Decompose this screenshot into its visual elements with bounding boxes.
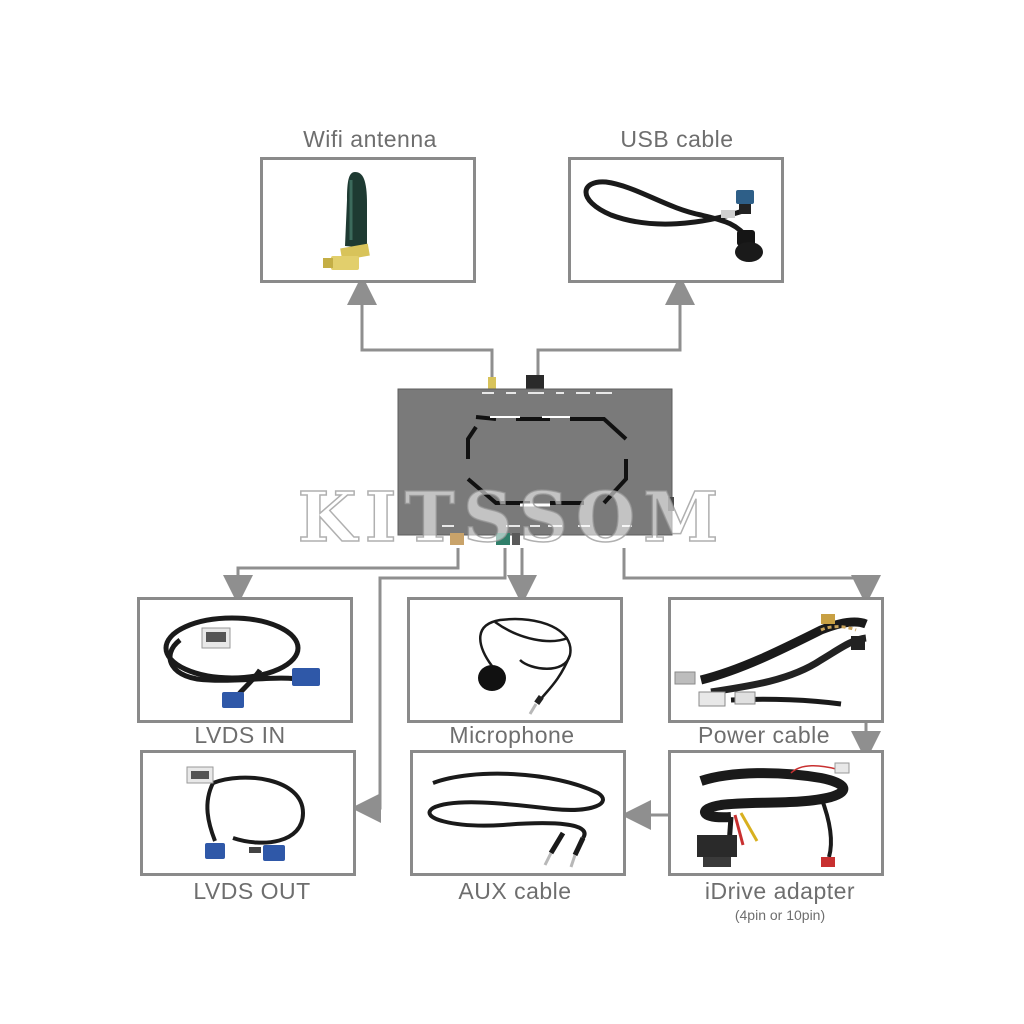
aux-cable-label: AUX cable: [458, 878, 572, 904]
arrow-lvds-in: [223, 548, 460, 605]
lvds-in-box: [137, 597, 353, 723]
microphone-image: [478, 617, 572, 715]
lvds-out-label: LVDS OUT: [193, 878, 311, 904]
idrive-adapter-note: (4pin or 10pin): [734, 907, 826, 923]
arrow-lvds-out: [351, 548, 507, 823]
module-emblem-outline: [466, 415, 628, 505]
wifi-antenna-label: Wifi antenna: [303, 126, 437, 152]
module-usb-port-icon: [526, 375, 544, 391]
microphone-label: Microphone: [449, 722, 575, 748]
power-cable-image: [674, 614, 868, 707]
module-antenna-port-icon: [488, 377, 496, 391]
module-lvds-in-port-icon: [450, 533, 464, 545]
aux-cable-image: [427, 771, 605, 868]
module-side-port: [668, 497, 674, 511]
usb-cable-image: [583, 179, 763, 262]
lvds-in-label: LVDS IN: [194, 722, 286, 748]
wifi-antenna-image: [323, 172, 370, 270]
lvds-out-image: [186, 766, 306, 861]
usb-cable-label: USB cable: [620, 126, 734, 152]
aux-cable-box: [410, 750, 626, 876]
idrive-adapter-box: [668, 750, 884, 876]
microphone-box: [407, 597, 623, 723]
lvds-out-box: [140, 750, 356, 876]
module-body: [397, 388, 673, 536]
power-cable-label: Power cable: [697, 722, 831, 748]
wifi-antenna-box: [260, 157, 476, 283]
arrow-wifi-antenna: [347, 275, 494, 380]
idrive-adapter-label: iDrive adapter: [704, 878, 856, 904]
idrive-adapter-image: [697, 762, 850, 867]
usb-cable-box: [568, 157, 784, 283]
module-lvds-out-port-icon: [496, 533, 510, 545]
arrow-usb-cable: [536, 275, 695, 380]
arrow-power-cable: [622, 548, 881, 605]
lvds-in-image: [163, 615, 320, 708]
power-cable-box: [668, 597, 884, 723]
interface-module: [397, 375, 674, 545]
